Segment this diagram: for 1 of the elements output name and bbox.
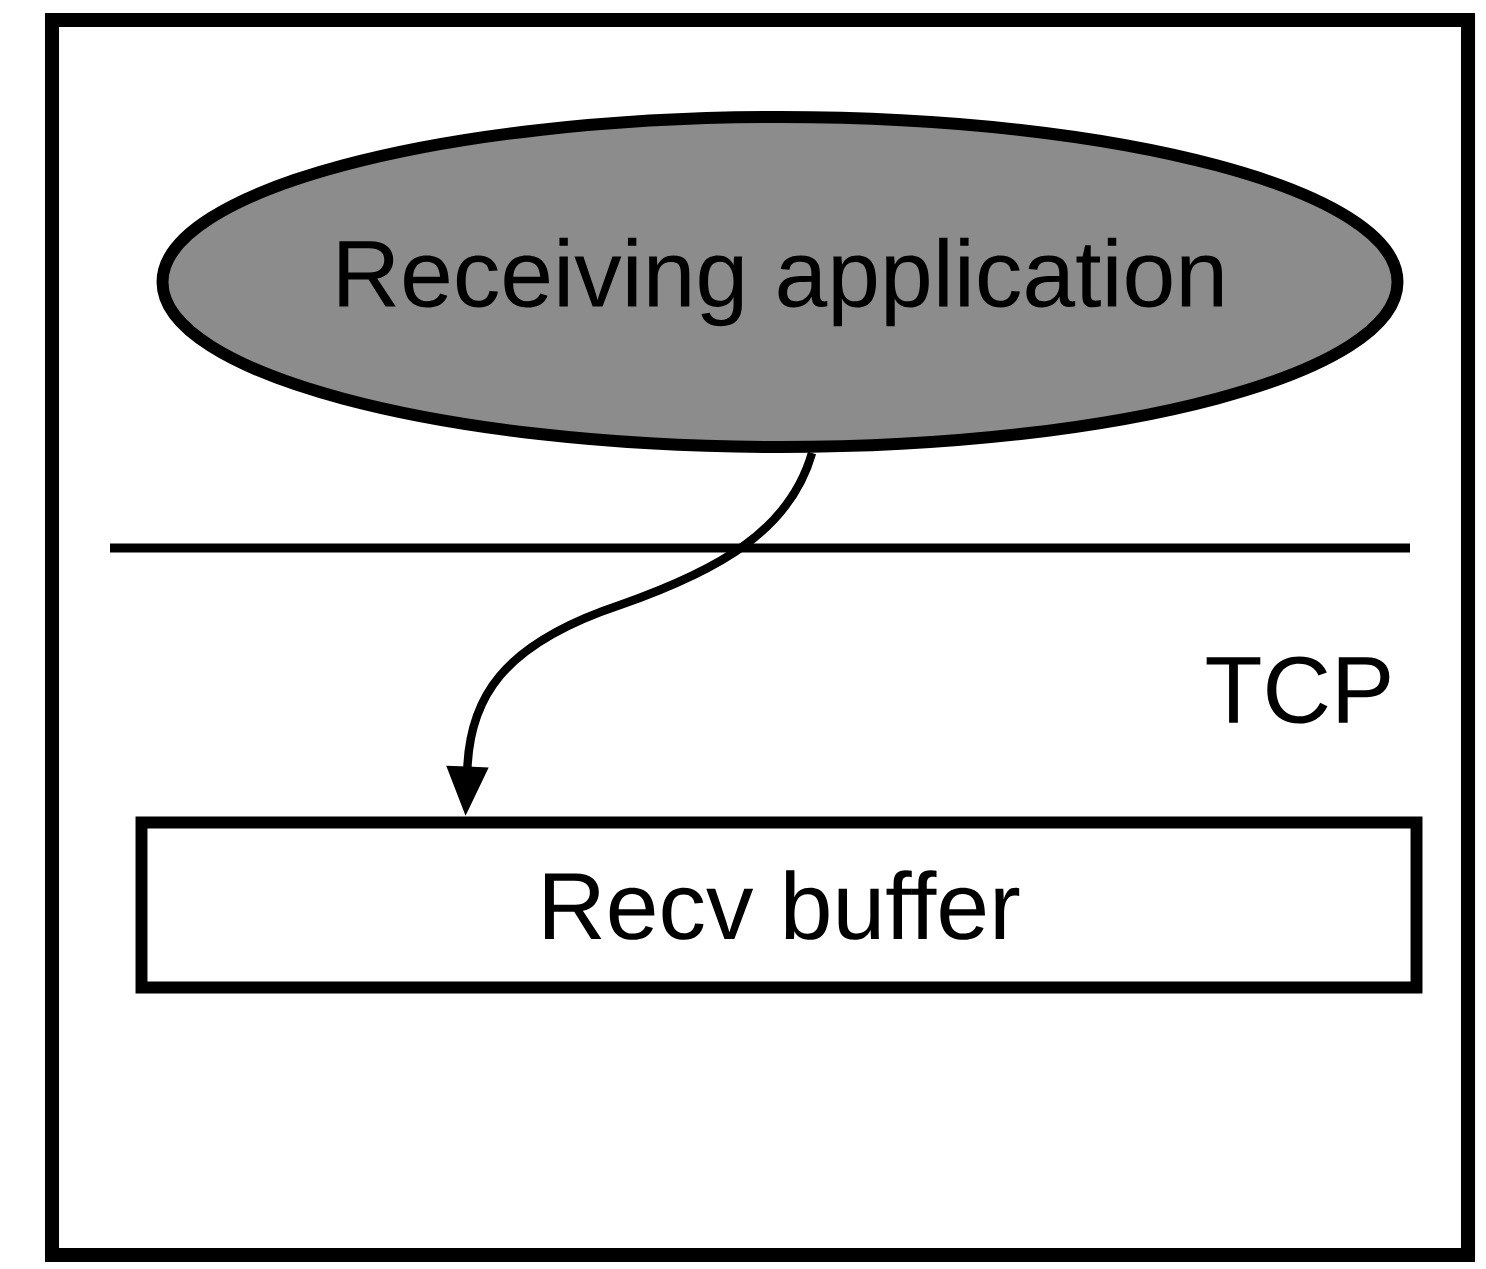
buffer-box: Recv buffer	[135, 816, 1423, 994]
